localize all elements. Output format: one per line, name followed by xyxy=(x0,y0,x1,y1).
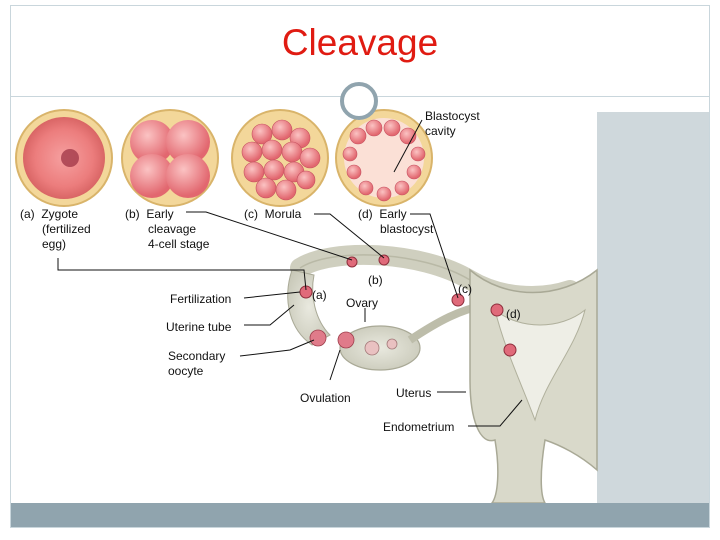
blastocyst-leader xyxy=(410,213,459,299)
label-zygote-3: egg) xyxy=(42,237,67,251)
footer-band xyxy=(11,503,709,527)
label-early-cleavage: (b) Early xyxy=(125,207,174,221)
marker-d: (d) xyxy=(506,307,521,321)
leader-lines xyxy=(57,119,523,427)
label-morula: (c) Morula xyxy=(244,207,302,221)
slide-frame xyxy=(10,5,710,528)
label-zygote: (a) Zygote xyxy=(20,207,79,221)
label-early-blastocyst: (d) Early xyxy=(358,207,407,221)
zygote-image xyxy=(15,109,113,207)
label-early-cleavage-2: cleavage xyxy=(148,222,197,236)
uterus-anatomy xyxy=(287,244,598,504)
label-blastocyst-cavity: Blastocyst xyxy=(425,109,480,123)
label-secondary-oocyte-2: oocyte xyxy=(168,364,204,378)
morula-image xyxy=(231,109,329,207)
label-uterus: Uterus xyxy=(396,386,432,400)
endometrium-leader xyxy=(468,399,523,427)
slide-title: Cleavage xyxy=(281,22,439,63)
uterine-tube-leader xyxy=(244,304,295,326)
label-blastocyst-cavity-2: cavity xyxy=(425,124,456,138)
label-ovary: Ovary xyxy=(346,296,379,310)
label-early-cleavage-3: 4-cell stage xyxy=(148,237,210,251)
label-uterine-tube: Uterine tube xyxy=(166,320,232,334)
label-endometrium: Endometrium xyxy=(383,420,455,434)
label-ovulation: Ovulation xyxy=(300,391,351,405)
label-early-blastocyst-2: blastocyst xyxy=(380,222,434,236)
fertilization-leader xyxy=(243,291,301,299)
secondary-oocyte-leader xyxy=(239,339,315,357)
morula-leader xyxy=(314,213,385,259)
cleavage-leader xyxy=(186,211,353,261)
marker-c: (c) xyxy=(458,282,472,296)
ring-decoration-icon xyxy=(340,82,378,120)
right-panel xyxy=(597,112,709,503)
blastocyst-image xyxy=(335,109,433,207)
label-secondary-oocyte: Secondary xyxy=(168,349,226,363)
label-fertilization: Fertilization xyxy=(170,292,232,306)
ovulation-leader xyxy=(329,349,341,381)
label-zygote-2: (fertilized xyxy=(42,222,91,236)
four-cell-image xyxy=(121,109,219,207)
blastocyst-cavity-leader xyxy=(393,119,423,173)
marker-a: (a) xyxy=(312,288,327,302)
marker-b: (b) xyxy=(368,273,383,287)
zygote-leader xyxy=(57,258,307,291)
